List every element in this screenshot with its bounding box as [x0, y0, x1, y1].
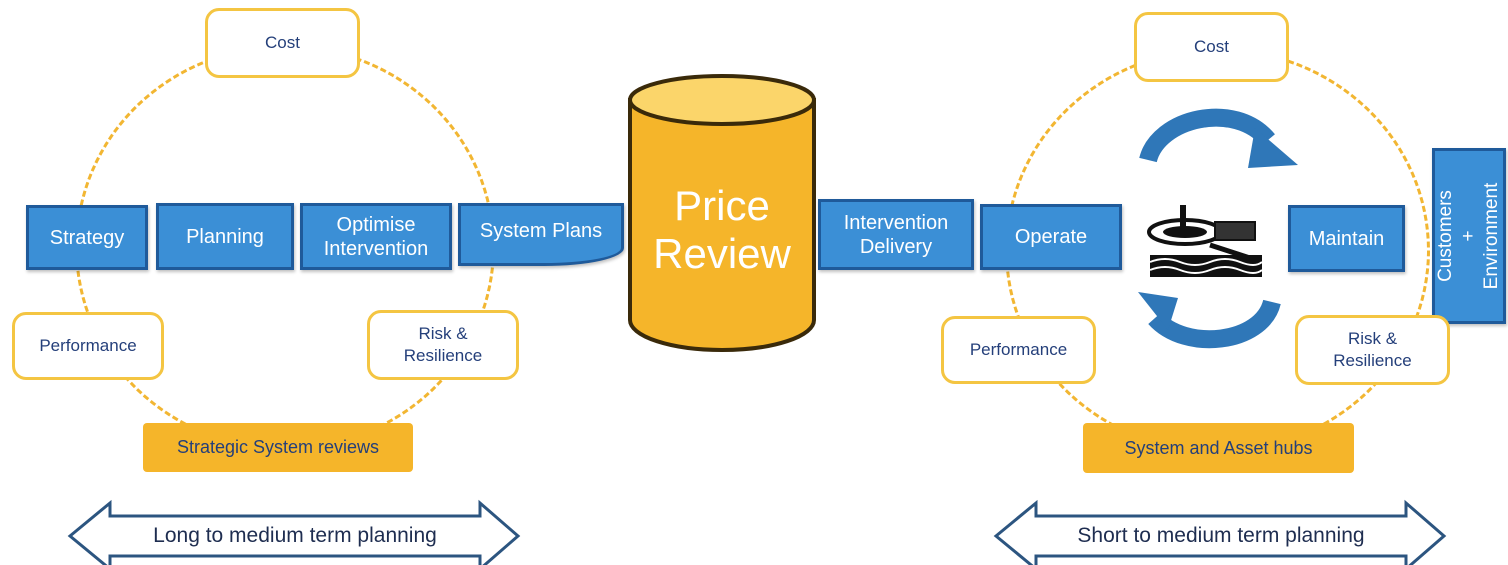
long-term-double-arrow [67, 499, 521, 565]
customers-environment-label: Customers + Environment [1434, 182, 1502, 290]
right-risk-resilience-box: Risk & Resilience [1295, 315, 1450, 385]
right-cost-box: Cost [1134, 12, 1289, 82]
process-step-maintain: Maintain [1288, 205, 1405, 272]
short-term-arrow-label-wrap: Short to medium term planning [1036, 518, 1406, 554]
left-risk-resilience-box: Risk & Resilience [367, 310, 519, 380]
left-performance-box: Performance [12, 312, 164, 380]
right-cost-label: Cost [1194, 36, 1229, 56]
right-performance-box: Performance [941, 316, 1096, 384]
price-review-label: Price Review [653, 181, 791, 277]
right-performance-label: Performance [969, 339, 1068, 359]
planning-label: Planning [186, 225, 264, 248]
strategy-label: Strategy [49, 226, 125, 249]
right-risk-resilience-label: Risk & Resilience [1333, 328, 1412, 370]
left-risk-resilience-label: Risk & Resilience [403, 323, 483, 365]
intervention-delivery-label: Intervention Delivery [843, 211, 949, 258]
cycle-arrow-icon [1138, 108, 1298, 349]
process-step-system-plans: System Plans [458, 203, 624, 266]
strategic-system-reviews-box: Strategic System reviews [143, 423, 413, 472]
asset-illustration-icon [1145, 195, 1267, 277]
price-review-label-wrap: Price Review [630, 175, 814, 285]
system-asset-hubs-label: System and Asset hubs [1124, 437, 1313, 458]
long-term-arrow-label-wrap: Long to medium term planning [110, 518, 480, 554]
customers-environment-box: Customers + Environment [1432, 148, 1506, 324]
process-step-optimise-intervention: Optimise Intervention [300, 203, 452, 270]
short-term-double-arrow [993, 499, 1447, 565]
strategic-system-reviews-label: Strategic System reviews [176, 437, 380, 457]
process-step-planning: Planning [156, 203, 294, 270]
operate-label: Operate [1014, 226, 1088, 248]
process-step-intervention-delivery: Intervention Delivery [818, 199, 974, 270]
left-cost-box: Cost [205, 8, 360, 78]
system-plans-label: System Plans [479, 219, 603, 242]
price-review-cylinder [628, 74, 816, 352]
left-performance-label: Performance [39, 335, 137, 355]
optimise-intervention-label: Optimise Intervention [323, 213, 429, 260]
short-term-arrow-label: Short to medium term planning [1077, 524, 1365, 547]
long-term-arrow-label: Long to medium term planning [153, 524, 437, 547]
process-step-operate: Operate [980, 204, 1122, 270]
process-step-strategy: Strategy [26, 205, 148, 270]
left-cost-label: Cost [265, 32, 300, 52]
maintain-label: Maintain [1308, 227, 1385, 250]
system-asset-hubs-box: System and Asset hubs [1083, 423, 1354, 473]
